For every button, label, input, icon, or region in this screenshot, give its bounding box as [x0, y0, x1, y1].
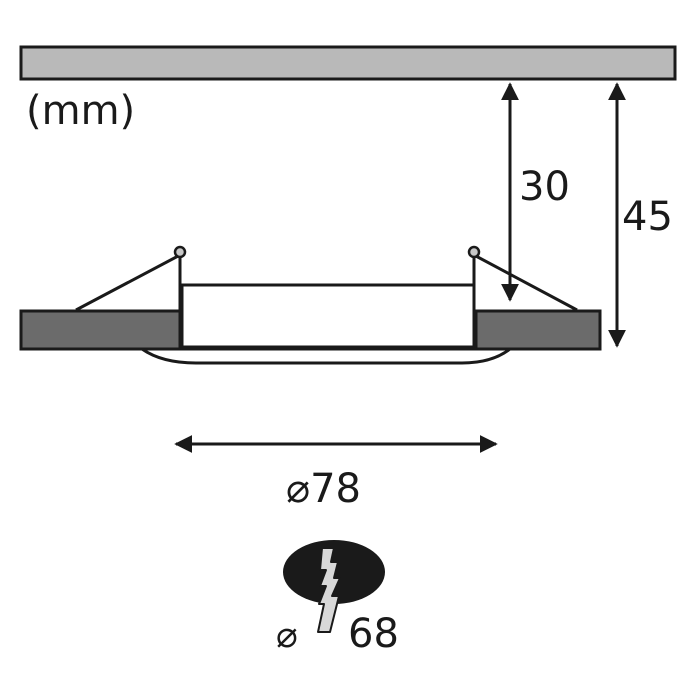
fixture-housing [180, 283, 476, 349]
dimension-label-78: ⌀78 [286, 466, 361, 512]
dimension-label-30: 30 [519, 164, 570, 210]
spring-clip-left [75, 253, 181, 312]
spring-clip-right-pivot [467, 245, 481, 259]
ceiling-board-right [474, 309, 602, 351]
ceiling-slab [19, 45, 677, 81]
spring-clip-right [473, 253, 578, 312]
drill-bit-icon [317, 547, 341, 633]
fixture-trim-ring [140, 347, 512, 365]
spring-clip-left-pivot [173, 245, 187, 259]
unit-label: (mm) [26, 88, 135, 134]
dimension-label-45: 45 [622, 194, 673, 240]
cutout-diameter-label: 68 [348, 611, 399, 657]
ceiling-board-left [19, 309, 182, 351]
cutout-diameter-symbol: ⌀ [276, 615, 298, 656]
